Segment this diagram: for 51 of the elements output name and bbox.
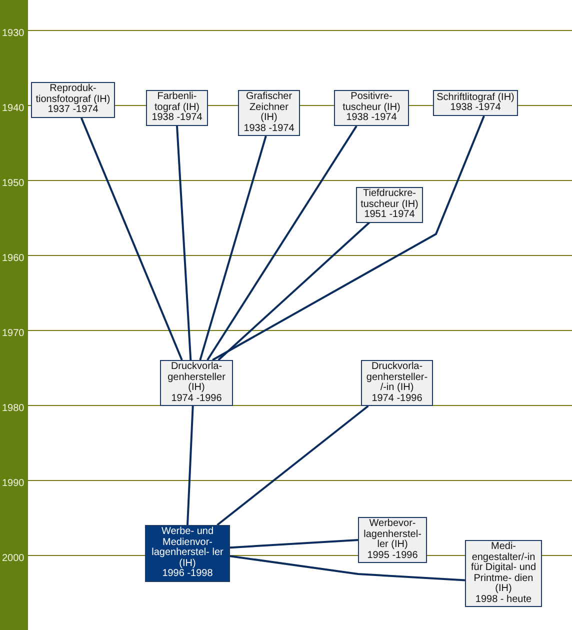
year-label: 1990 [2, 478, 24, 490]
date-range: 1974 -1996 [370, 394, 424, 404]
year-label: 1940 [2, 103, 24, 115]
year-label: 1930 [2, 28, 24, 40]
job-box [146, 90, 208, 126]
date-range: 1995 -1996 [366, 550, 419, 561]
connector-line [216, 405, 369, 526]
date-range: 1938 -1974 [345, 113, 398, 124]
job-box [361, 360, 433, 406]
year-label: 1950 [2, 178, 24, 190]
job-title: Werbe- und Medienvor- lagenherstel- ler (IH) [150, 527, 224, 568]
year-label: 1960 [2, 253, 24, 265]
job-title: Medi- engestalter/-in für Digital- und Printme- dien (IH) [470, 542, 538, 594]
job-box [358, 517, 427, 563]
date-range: 1938 -1974 [450, 103, 501, 114]
job-box [31, 82, 115, 118]
connector-line [199, 136, 267, 360]
connector-line [218, 222, 370, 361]
connector-line [186, 406, 194, 526]
job-title: Reproduk- tionsfotograf (IH) [34, 84, 112, 105]
job-box [160, 360, 233, 406]
job-title: Grafischer Zeichner (IH) [244, 92, 294, 124]
connector-line [206, 125, 358, 361]
connector-line [212, 116, 485, 361]
date-range: 1938 -1974 [242, 124, 296, 134]
job-title: Werbevor- lagenherstel- ler (IH) [362, 519, 422, 550]
job-box [145, 525, 230, 582]
job-title: Druckvorla- genhersteller- /-in (IH) [365, 362, 429, 394]
job-box [433, 90, 518, 116]
connector-line [230, 555, 466, 582]
job-title: Tiefdruckre- tuscheur (IH) [360, 189, 420, 210]
job-box [465, 540, 542, 607]
job-title: Druckvorla- genhersteller (IH) [166, 362, 226, 394]
date-range: 1998 - heute [474, 594, 533, 605]
date-range: 1938 -1974 [150, 113, 204, 124]
job-box [334, 90, 409, 126]
connector-line [80, 118, 183, 360]
year-label: 2000 [2, 553, 24, 565]
connector-line [176, 126, 192, 360]
date-range: 1974 -1996 [170, 394, 223, 404]
job-title: Schriftlitograf (IH) [436, 92, 515, 102]
job-title: Farbenli- tograf (IH) [154, 92, 200, 113]
date-range: 1996 -1998 [161, 569, 214, 580]
job-title: Positivre- tuscheur (IH) [342, 92, 402, 113]
job-box [356, 187, 423, 222]
year-label: 1980 [2, 403, 24, 415]
connector-line [230, 539, 358, 549]
year-label: 1970 [2, 328, 24, 340]
date-range: 1937 -1974 [48, 105, 98, 116]
job-box [238, 90, 300, 136]
date-range: 1951 -1974 [363, 210, 416, 220]
